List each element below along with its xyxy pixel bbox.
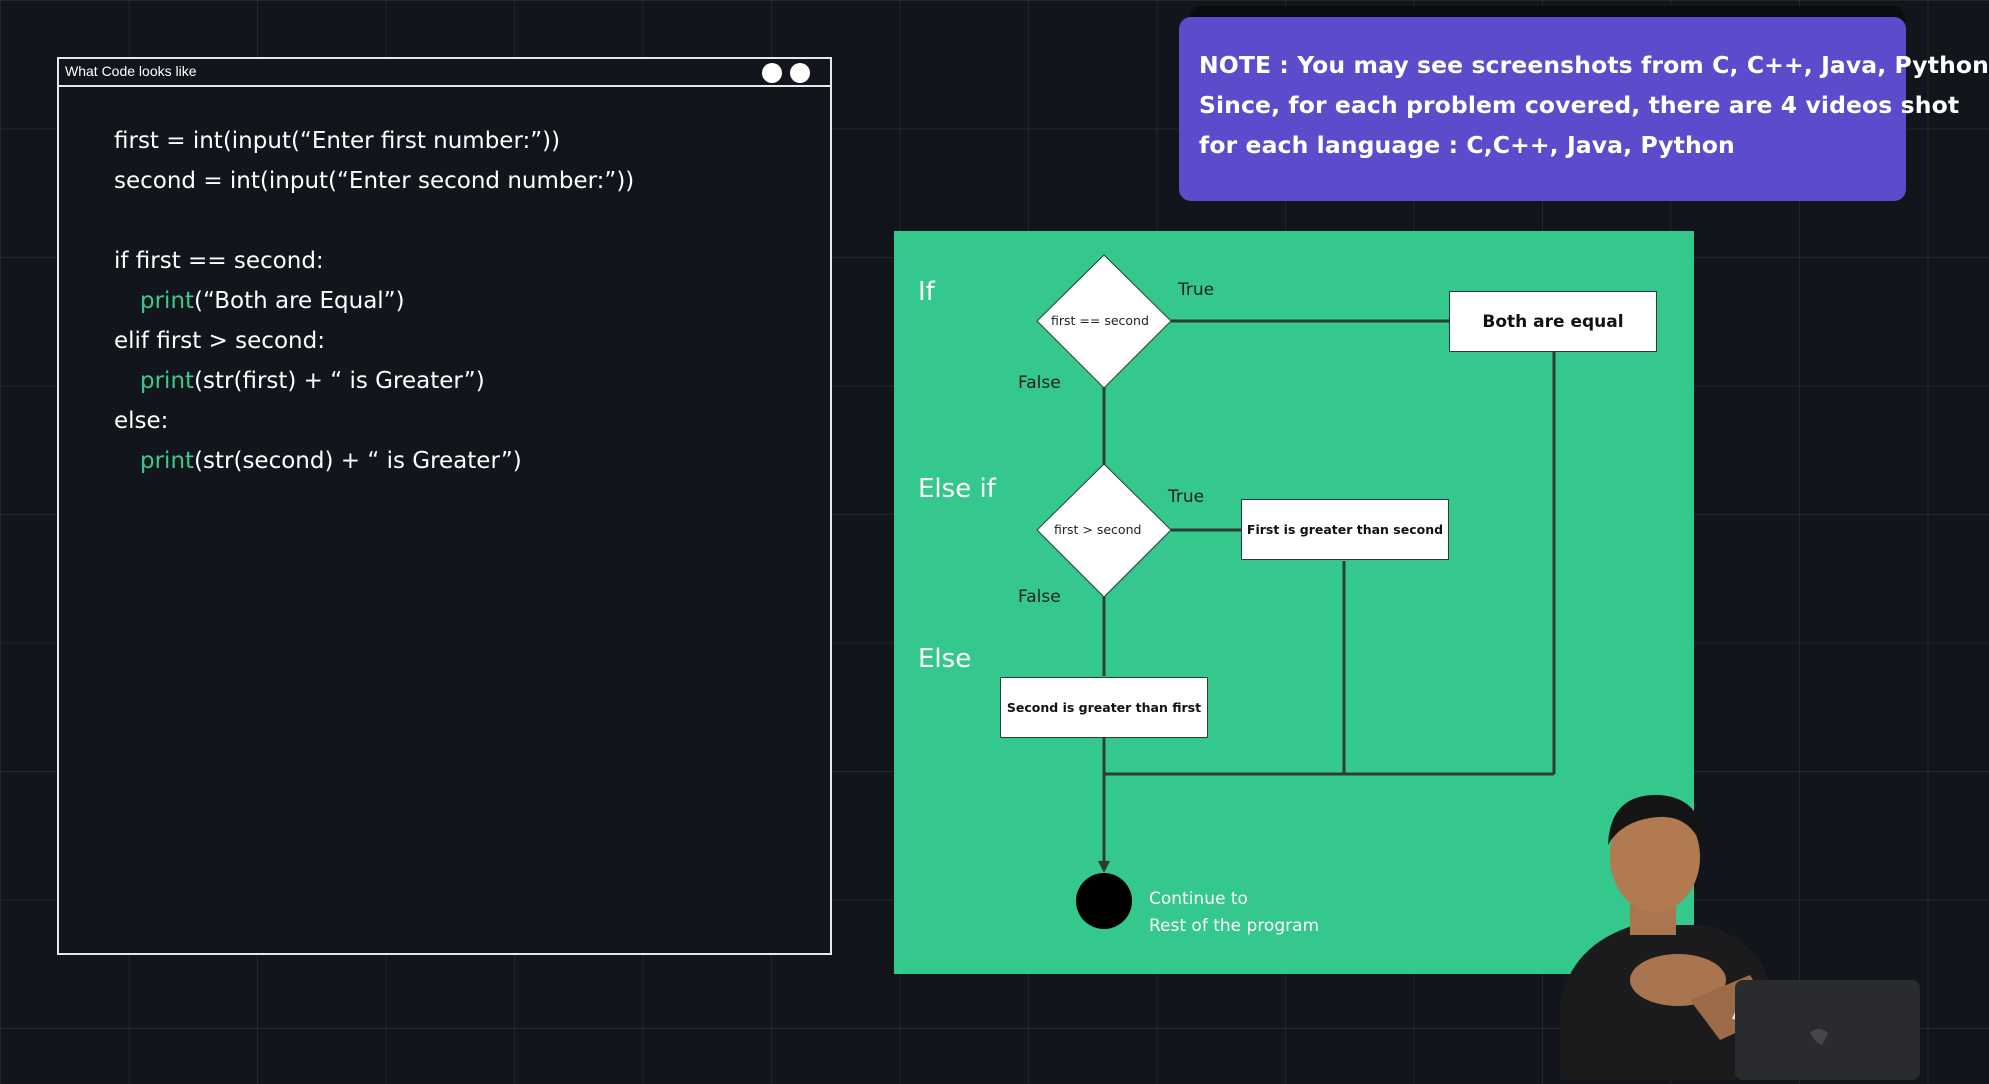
window-dot-icon[interactable]: [762, 63, 782, 83]
else-label: Else: [918, 644, 972, 674]
code-line: if first == second:: [114, 248, 324, 274]
code-line: print(str(second) + “ is Greater”): [140, 448, 522, 474]
note-banner: NOTE : You may see screenshots from C, C…: [1179, 17, 1989, 201]
decision-greater-text: first > second: [1054, 522, 1142, 537]
end-label-line: Continue to: [1149, 889, 1248, 909]
code-line: elif first > second:: [114, 328, 325, 354]
else-if-label: Else if: [918, 474, 996, 504]
decision-diamond-equal: [1036, 254, 1172, 389]
code-line: else:: [114, 408, 169, 434]
code-line: second = int(input(“Enter second number:…: [114, 168, 635, 194]
outcome-both-equal: Both are equal: [1449, 291, 1657, 352]
code-line: [114, 201, 634, 241]
code-line: print(“Both are Equal”): [140, 288, 405, 314]
presenter-video: [1560, 775, 1920, 1080]
code-keyword: print: [140, 448, 195, 474]
true-label: True: [1178, 280, 1215, 300]
note-line: NOTE : You may see screenshots from C, C…: [1199, 51, 1989, 79]
code-window-titlebar: What Code looks like: [59, 59, 830, 87]
code-keyword: print: [140, 368, 195, 394]
presenter-image: [1560, 794, 1920, 1080]
if-label: If: [918, 277, 935, 307]
end-label: Continue to Rest of the program: [1149, 886, 1319, 940]
code-line: print(str(first) + “ is Greater”): [140, 368, 485, 394]
flowchart-panel: If Else if Else first == second first > …: [894, 231, 1694, 974]
note-line: Since, for each problem covered, there a…: [1199, 91, 1960, 119]
note-line: for each language : C,C++, Java, Python: [1199, 131, 1735, 159]
false-label: False: [1018, 373, 1061, 393]
code-window-title: What Code looks like: [65, 63, 197, 79]
true-label: True: [1168, 487, 1205, 507]
code-line: first = int(input(“Enter first number:”)…: [114, 128, 561, 154]
decision-equal-text: first == second: [1051, 313, 1149, 328]
end-node: [1076, 873, 1132, 929]
decision-diamond-greater: [1036, 463, 1172, 598]
outcome-second-greater: Second is greater than first: [1000, 677, 1208, 738]
outcome-first-greater: First is greater than second: [1241, 499, 1449, 560]
window-dot-icon[interactable]: [790, 63, 810, 83]
code-keyword: print: [140, 288, 195, 314]
code-window: What Code looks like first = int(input(“…: [57, 57, 832, 955]
flowchart-connectors: [1036, 254, 1556, 929]
false-label: False: [1018, 587, 1061, 607]
code-editor: first = int(input(“Enter first number:”)…: [114, 121, 634, 481]
end-label-line: Rest of the program: [1149, 916, 1320, 936]
